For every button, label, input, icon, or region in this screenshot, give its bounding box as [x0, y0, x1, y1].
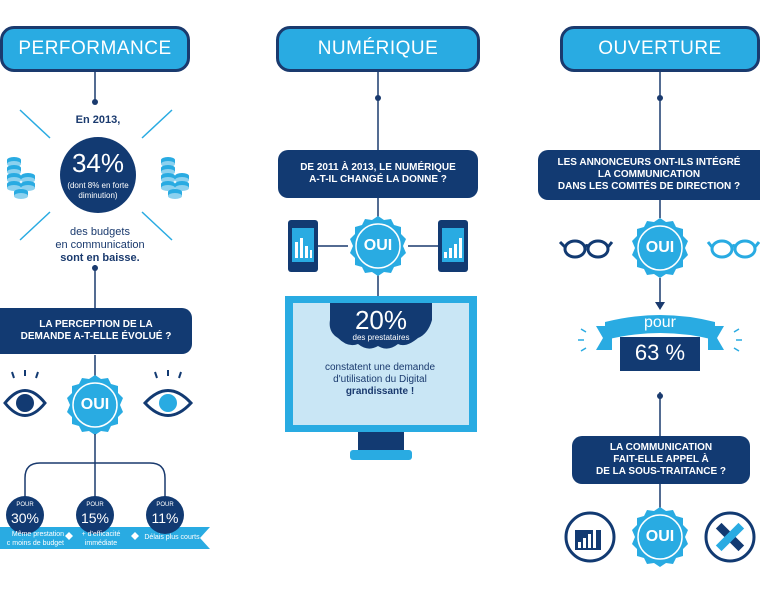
header-numerique: NUMÉRIQUE [276, 26, 480, 72]
answer-label: OUI [363, 237, 393, 254]
header-performance: PERFORMANCE [0, 26, 190, 72]
header-ouverture: OUVERTURE [560, 26, 760, 72]
stat-value: 63 % [634, 340, 686, 365]
stat-note: (dont 8% en forte diminution) [56, 181, 140, 201]
stat-note-line: diminution) [78, 191, 118, 200]
answer-label: OUI [80, 396, 110, 413]
column-title: OUVERTURE [598, 38, 722, 59]
question-line: LA COMMUNICATION [609, 442, 713, 453]
breakdown-label-line: immédiate [84, 540, 118, 547]
pencil-ruler-icon [704, 511, 756, 563]
stat-description: constatent une demande d'utilisation du … [300, 362, 460, 398]
breakdown-label: + d'efficacité immédiate [72, 530, 130, 548]
stat-sub: des prestataires [352, 333, 410, 342]
tablet-chart-icon [438, 220, 468, 272]
question-line: DE LA SOUS-TRAITANCE ? [596, 466, 726, 477]
coins-icon [7, 157, 35, 199]
breakdown-banner [0, 527, 210, 549]
stat-ribbon [578, 315, 742, 371]
glasses-icon [558, 239, 614, 259]
answer-label: OUI [645, 528, 675, 545]
stat-value: 34% [71, 148, 125, 178]
breakdown-label-line: c moins de budget [6, 540, 64, 547]
breakdown-label: Délais plus courts [144, 534, 200, 541]
stat-circle [60, 137, 136, 213]
breakdown-label: Même prestation c moins de budget [0, 530, 64, 548]
question-line: DEMANDE A-T-ELLE ÉVOLUÉ ? [20, 331, 172, 342]
breakdown-label-line: Même prestation [11, 531, 64, 538]
ray-lines [19, 109, 173, 241]
breakdown-prefix: POUR [16, 502, 34, 508]
question-line: A-T-IL CHANGÉ LA DONNE ? [309, 174, 447, 185]
desc-line: en communication [55, 239, 145, 251]
answer-label: OUI [645, 239, 675, 256]
eye-icon [142, 370, 194, 417]
eye-icon [3, 370, 47, 417]
desc-line: constatent une demande [324, 362, 436, 373]
question-line: LA COMMUNICATION [597, 169, 701, 180]
breakdown-prefix: POUR [156, 502, 174, 508]
column-title: NUMÉRIQUE [317, 38, 439, 59]
stat-seal [329, 303, 432, 349]
breakdown-prefix: POUR [86, 502, 104, 508]
question-line: LA PERCEPTION DE LA [39, 319, 153, 330]
tablet-chart-icon [288, 220, 318, 272]
question-box: LA COMMUNICATION FAIT-ELLE APPEL À DE LA… [572, 436, 750, 484]
breakdown-label-line: + d'efficacité [81, 531, 121, 538]
column-title: PERFORMANCE [18, 38, 172, 59]
tree-lines [24, 434, 166, 497]
question-box: DE 2011 À 2013, LE NUMÉRIQUE A-T-IL CHAN… [278, 150, 478, 198]
desc-line: d'utilisation du Digital [333, 374, 427, 385]
question-box: LA PERCEPTION DE LA DEMANDE A-T-ELLE ÉVO… [0, 308, 192, 354]
breakdown-value: 11% [151, 510, 179, 526]
question-line: DANS LES COMITÉS DE DIRECTION ? [557, 181, 741, 192]
question-line: FAIT-ELLE APPEL À [613, 454, 709, 465]
breakdown-value: 15% [80, 510, 110, 526]
stat-value: 20% [354, 305, 408, 335]
chart-circle-icon [564, 511, 616, 563]
desc-line: sont en baisse. [60, 252, 140, 264]
glasses-icon [706, 239, 760, 259]
desc-line: des budgets [70, 226, 130, 238]
question-box: LES ANNONCEURS ONT-ILS INTÉGRÉ LA COMMUN… [538, 150, 760, 200]
intro-text: En 2013, [75, 114, 121, 126]
stat-note-line: (dont 8% en forte [67, 181, 129, 190]
question-line: DE 2011 À 2013, LE NUMÉRIQUE [300, 162, 456, 173]
stat-description: des budgets en communication sont en bai… [40, 226, 160, 265]
coins-icon [161, 157, 189, 199]
breakdown-value: 30% [10, 510, 40, 526]
ribbon-prefix: pour [643, 314, 677, 331]
question-line: LES ANNONCEURS ONT-ILS INTÉGRÉ [557, 157, 741, 168]
desc-line: grandissante ! [345, 386, 415, 397]
